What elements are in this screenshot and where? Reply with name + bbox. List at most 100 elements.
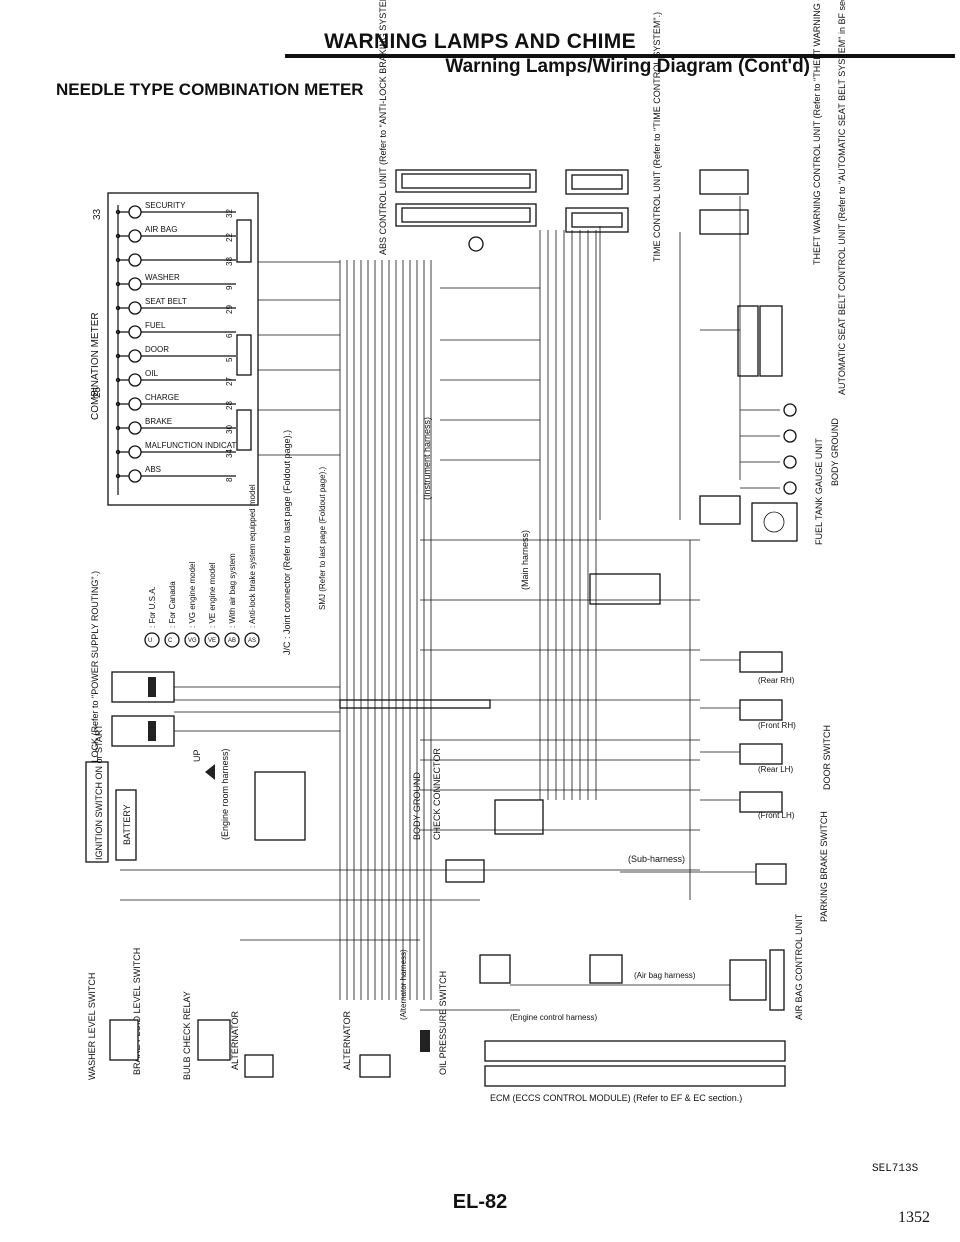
lamp-pin: 28 (225, 401, 234, 410)
check-connector-group: CHECK CONNECTOR BODY GROUND (412, 748, 485, 883)
lamp-bulb-icon (128, 253, 142, 267)
page-title: WARNING LAMPS AND CHIME (324, 30, 636, 53)
fuel-tank-group: FUEL TANK GAUGE UNIT (751, 438, 824, 545)
svg-text:AS: AS (248, 638, 256, 644)
legend-text: : VE engine model (208, 562, 217, 628)
legend-item: AS : Anti-lock brake system equipped mode… (244, 484, 260, 648)
lamp-bulb-icon (128, 445, 142, 459)
page-number: EL-82 (452, 1191, 508, 1213)
svg-text:C: C (168, 638, 173, 644)
legend-text: : With air bag system (228, 553, 237, 628)
seat-belt-group: AUTOMATIC SEAT BELT CONTROL UNIT (Refer … (737, 0, 847, 395)
bulb-check-label: BULB CHECK RELAY (182, 991, 192, 1080)
up-arrow-icon (205, 764, 215, 780)
smj-note: SMJ (Refer to last page (Foldout page).) (318, 466, 327, 610)
lamp-label: MALFUNCTION INDICATOR (145, 441, 248, 450)
svg-text:U: U (148, 638, 152, 644)
lamp-label: AIR BAG (145, 225, 177, 234)
legend-text: : For U.S.A. (148, 586, 157, 628)
lamp-row: BRAKE 30 (115, 417, 236, 435)
lamp-pin: 30 (225, 425, 234, 434)
lamp-bulb-icon (128, 325, 142, 339)
svg-text:VE: VE (208, 638, 216, 644)
auto-seat-belt-label: AUTOMATIC SEAT BELT CONTROL UNIT (Refer … (837, 0, 847, 395)
main-harness-label: (Main harness) (520, 530, 530, 590)
washer-level-label: WASHER LEVEL SWITCH (87, 973, 97, 1080)
body-ground-right: BODY GROUND (830, 418, 840, 486)
lamp-label: OIL (145, 369, 158, 378)
legend-item: AB : With air bag system (224, 553, 240, 648)
check-connector-label: CHECK CONNECTOR (432, 748, 442, 840)
lamp-label: SEAT BELT (145, 297, 187, 306)
air-bag-harness-label: (Air bag harness) (634, 971, 696, 980)
legend-text: : Anti-lock brake system equipped model (248, 484, 257, 628)
lamp-label: SECURITY (145, 201, 186, 210)
lamp-pin: 38 (225, 257, 234, 266)
svg-text:VG: VG (188, 638, 197, 644)
wire-harness-lines (120, 196, 797, 1011)
air-bag-unit-group: AIR BAG CONTROL UNIT (729, 913, 804, 1020)
lamp-bulb-icon (128, 301, 142, 315)
page-subtitle: Warning Lamps/Wiring Diagram (Cont'd) (445, 56, 810, 77)
instrument-harness-label: (Instrument harness) (422, 417, 432, 500)
legend-text: : VG engine model (188, 562, 197, 628)
lamp-row: DOOR 5 (115, 345, 236, 363)
lamp-pin: 6 (225, 333, 234, 338)
ecm-label: ECM (ECCS CONTROL MODULE) (Refer to EF &… (490, 1093, 742, 1103)
svg-text:25: 25 (92, 386, 103, 398)
fuel-tank-label: FUEL TANK GAUGE UNIT (814, 438, 824, 545)
time-control-group: TIME CONTROL UNIT (Refer to "TIME CONTRO… (565, 12, 662, 262)
abs-connector-group: ABS CONTROL UNIT (Refer to "ANTI-LOCK BR… (378, 0, 537, 255)
up-label: UP (192, 749, 202, 762)
legend-item: U : For U.S.A. (144, 586, 160, 648)
ignition-battery-group: IGNITION SWITCH ON or START BATTERY (85, 724, 137, 863)
lamp-row: SECURITY 32 (115, 201, 236, 219)
lamp-pin: 32 (225, 209, 234, 218)
lamp-bulb-icon (128, 349, 142, 363)
lamp-bulb-icon (128, 397, 142, 411)
fuse-block-label: FUSE BLOCK (Refer to "POWER SUPPLY ROUTI… (90, 571, 100, 795)
legend-text: : For Canada (168, 581, 177, 628)
lamp-row: ABS 8 (115, 465, 236, 483)
legend-item: C : For Canada (164, 581, 180, 648)
lamp-label: BRAKE (145, 417, 172, 426)
svg-text:33: 33 (92, 208, 103, 220)
lamp-label: ABS (145, 465, 161, 474)
legend-item: VE : VE engine model (204, 562, 220, 648)
lamp-row: 38 (115, 253, 236, 267)
svg-text:AB: AB (228, 638, 236, 644)
engine-room-harness-label: (Engine room harness) (220, 748, 230, 840)
parking-brake-group: PARKING BRAKE SWITCH (755, 811, 829, 922)
title-rule (285, 54, 955, 58)
time-control-label: TIME CONTROL UNIT (Refer to "TIME CONTRO… (652, 12, 662, 262)
alternator-label: ALTERNATOR (230, 1010, 240, 1070)
lamp-label: WASHER (145, 273, 180, 282)
lamp-pin: 5 (225, 357, 234, 362)
abs-unit-label: ABS CONTROL UNIT (Refer to "ANTI-LOCK BR… (378, 0, 388, 255)
parking-brake-label: PARKING BRAKE SWITCH (819, 811, 829, 922)
theft-warning-label: THEFT WARNING CONTROL UNIT (Refer to "TH… (812, 0, 822, 265)
document-page: 1352 (898, 1209, 930, 1226)
lamp-row: SEAT BELT 29 (115, 297, 236, 315)
body-ground-label: BODY GROUND (830, 418, 840, 486)
lamp-pin: 29 (225, 305, 234, 314)
door-switch-group: (Rear RH) (Front RH) (Rear LH) (Front LH… (739, 651, 832, 820)
theft-warning-group: THEFT WARNING CONTROL UNIT (Refer to "TH… (699, 0, 822, 265)
bottom-left-components: WASHER LEVEL SWITCH BRAKE FLUID LEVEL SW… (87, 948, 448, 1080)
door-switch-label: DOOR SWITCH (822, 725, 832, 790)
legend-item: VG : VG engine model (184, 562, 200, 648)
svg-text:(Front RH): (Front RH) (758, 721, 796, 730)
alternator-harness-label: (Alternator harness) (399, 949, 408, 1020)
mid-connector-group (254, 495, 741, 984)
section-heading: NEEDLE TYPE COMBINATION METER (56, 80, 364, 99)
brake-fluid-label: BRAKE FLUID LEVEL SWITCH (132, 948, 142, 1075)
air-bag-unit-label: AIR BAG CONTROL UNIT (794, 913, 804, 1020)
lamp-pin: 8 (225, 477, 234, 482)
lamp-label: DOOR (145, 345, 169, 354)
lamp-bulb-icon (128, 469, 142, 483)
lamp-bulb-icon (128, 205, 142, 219)
